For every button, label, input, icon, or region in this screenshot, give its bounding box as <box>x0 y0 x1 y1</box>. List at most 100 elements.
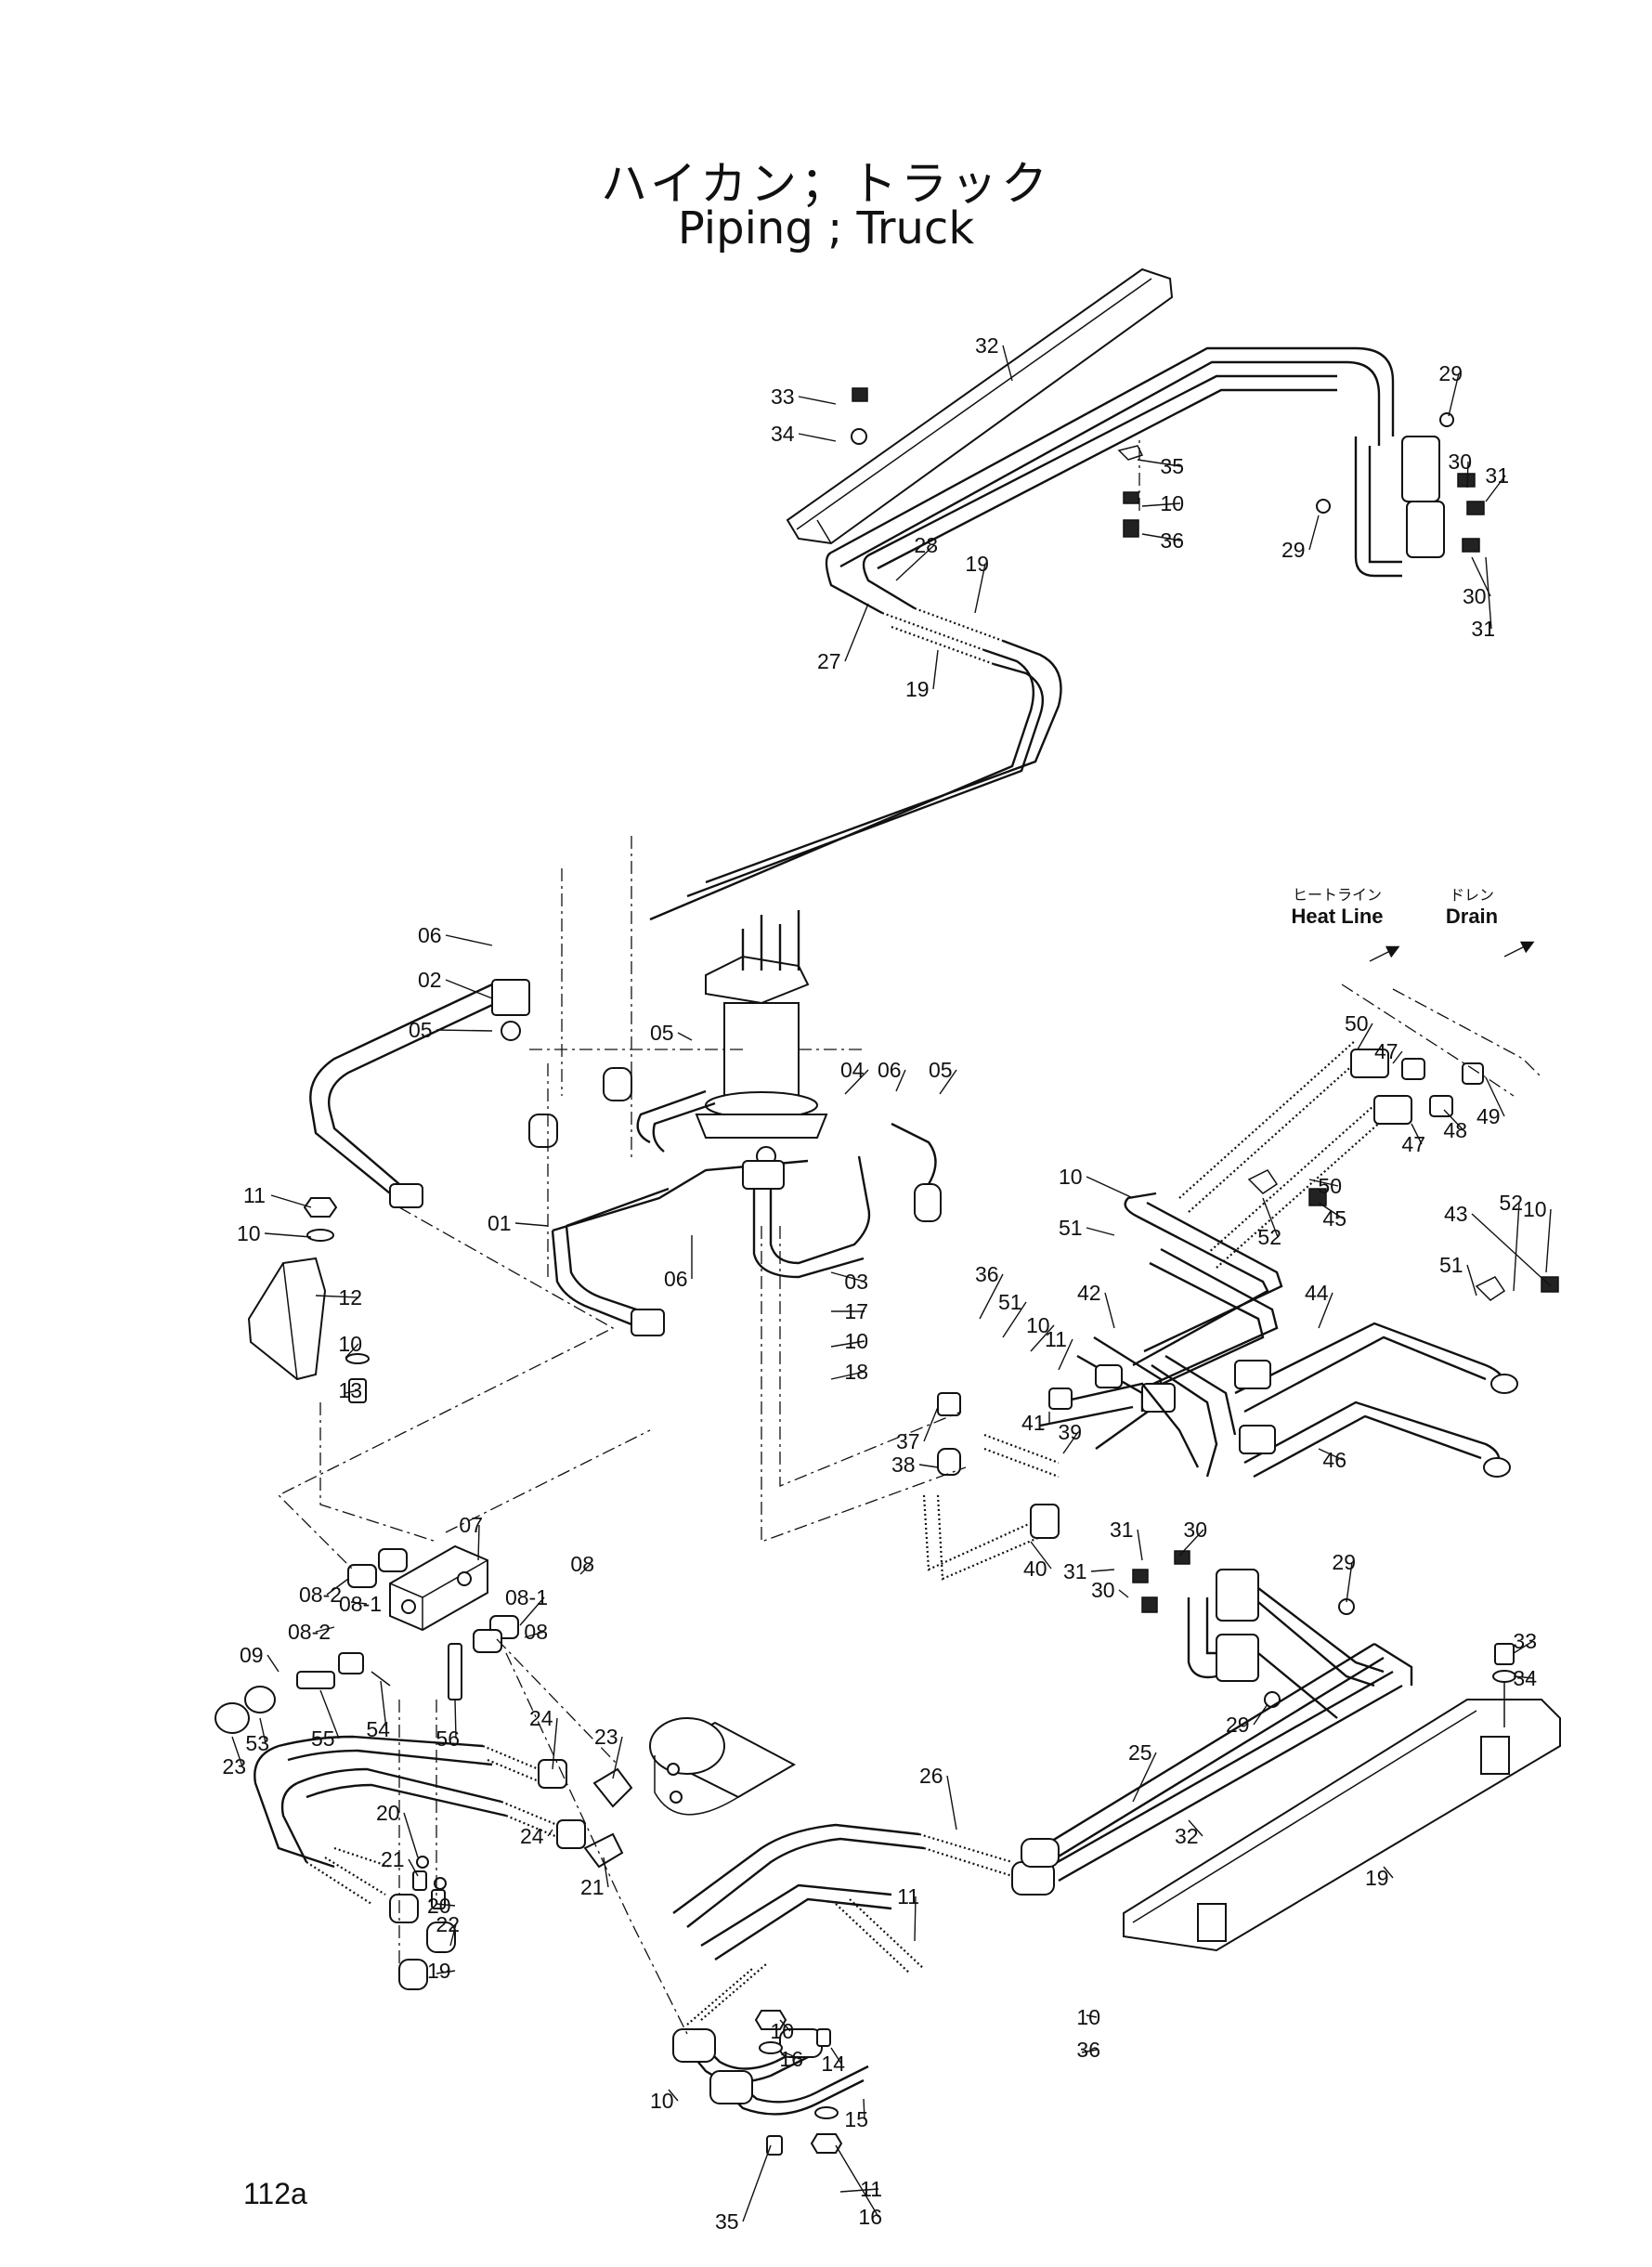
callout-10: 10 <box>338 1332 362 1359</box>
callout-number: 52 <box>1257 1225 1281 1249</box>
callout-leader <box>547 1829 553 1837</box>
callout-number: 35 <box>1160 454 1184 478</box>
callout-31: 31 <box>1110 1518 1143 1561</box>
callout-36: 36 <box>1141 528 1184 553</box>
callout-number: 05 <box>409 1018 433 1042</box>
callout-number: 54 <box>366 1717 390 1741</box>
left-pipe-group <box>309 979 942 1336</box>
callout-29: 29 <box>1438 361 1463 417</box>
callout-number: 30 <box>1463 584 1487 608</box>
callout-leader <box>830 1271 865 1283</box>
callout-number: 06 <box>418 923 442 947</box>
callout-52: 52 <box>1499 1191 1523 1292</box>
callout-10: 10 <box>650 2089 679 2113</box>
callout-number: 19 <box>965 552 989 576</box>
callout-number: 56 <box>436 1726 460 1751</box>
callout-leader <box>1002 1301 1027 1338</box>
callout-51: 51 <box>1059 1216 1115 1240</box>
callout-leader <box>939 1069 957 1095</box>
callout-number: 08-2 <box>299 1583 342 1607</box>
callout-number: 29 <box>1281 538 1306 562</box>
callout-leader <box>830 2047 842 2065</box>
callout-23: 23 <box>594 1725 623 1779</box>
callout-number: 10 <box>650 2089 674 2113</box>
callout-number: 55 <box>311 1726 335 1751</box>
callout-leader <box>315 1626 335 1633</box>
callout-leader <box>844 1069 869 1095</box>
upper-right-clamps <box>851 387 1485 553</box>
right-pipe-group <box>922 1192 1518 1581</box>
callout-36: 36 <box>975 1262 1004 1320</box>
lower-left-manifold <box>215 1544 519 1734</box>
callout-06: 06 <box>664 1235 693 1291</box>
callout-leader <box>1318 1292 1333 1329</box>
callout-leader <box>1141 533 1181 541</box>
callout-leader <box>835 2144 879 2218</box>
callout-leader <box>1411 1123 1423 1145</box>
callout-34: 34 <box>1513 1666 1537 1690</box>
callout-number: 34 <box>771 422 795 446</box>
callout-10: 10 <box>830 1329 868 1353</box>
callout-number: 30 <box>1091 1578 1115 1602</box>
callout-leader <box>449 1923 457 1947</box>
callout-24: 24 <box>529 1706 558 1770</box>
callout-35: 35 <box>1137 454 1184 478</box>
callout-53: 53 <box>245 1717 269 1755</box>
callout-12: 12 <box>315 1285 362 1309</box>
callout-number: 10 <box>1059 1165 1083 1189</box>
callout-13: 13 <box>338 1378 362 1402</box>
callout-number: 50 <box>1318 1174 1342 1198</box>
callout-number: 08-1 <box>505 1585 548 1609</box>
callout-46: 46 <box>1318 1448 1346 1472</box>
callout-08-2: 08-2 <box>299 1578 349 1607</box>
callout-30: 30 <box>1178 1518 1207 1557</box>
callout-47: 47 <box>1374 1039 1403 1064</box>
callout-leader <box>1030 1541 1052 1570</box>
title-english: Piping ; Truck <box>677 202 975 254</box>
callout-leader <box>1471 556 1491 597</box>
callout-number: 31 <box>1110 1518 1134 1542</box>
callout-56: 56 <box>436 1699 460 1751</box>
callout-number: 48 <box>1443 1118 1467 1142</box>
callout-30: 30 <box>1091 1578 1129 1602</box>
callout-leader <box>1513 1202 1520 1292</box>
callout-number: 47 <box>1401 1132 1425 1156</box>
callout-leader <box>844 603 869 662</box>
callout-number: 05 <box>650 1021 674 1045</box>
callout-leader <box>436 1029 493 1032</box>
callout-25: 25 <box>1128 1740 1157 1803</box>
callout-leader <box>1513 1675 1534 1679</box>
heat-line-english: Heat Line <box>1291 905 1384 928</box>
callout-14: 14 <box>821 2047 845 2076</box>
lower-center-hoses <box>672 1823 1013 2156</box>
callout-leader <box>1346 1561 1353 1603</box>
callout-leader <box>612 1736 623 1779</box>
callout-34: 34 <box>771 422 837 446</box>
callout-number: 10 <box>237 1221 261 1245</box>
callout-number: 30 <box>1448 449 1472 474</box>
callout-24: 24 <box>520 1824 553 1848</box>
callout-leader <box>1513 1640 1534 1654</box>
callout-18: 18 <box>830 1360 868 1384</box>
callout-leader <box>1262 1197 1279 1238</box>
callout-48: 48 <box>1443 1109 1467 1142</box>
callout-number: 24 <box>529 1706 553 1730</box>
callout-32: 32 <box>975 333 1013 382</box>
lower-long-pipes <box>1011 1642 1413 1896</box>
callout-21: 21 <box>381 1847 419 1877</box>
callout-number: 31 <box>1485 463 1509 488</box>
callout-27: 27 <box>817 603 869 673</box>
callout-leader <box>1104 1292 1115 1329</box>
callout-leader <box>524 1631 545 1638</box>
callout-leader <box>259 1717 267 1744</box>
callout-leader <box>514 1222 549 1227</box>
callout-leader <box>267 1654 280 1673</box>
callout-number: 45 <box>1322 1206 1346 1231</box>
callout-number: 33 <box>1513 1629 1537 1653</box>
callout-number: 10 <box>338 1332 362 1356</box>
callout-30: 30 <box>1448 449 1472 489</box>
callout-leader <box>1058 1338 1073 1371</box>
callout-30: 30 <box>1463 556 1491 608</box>
callout-leader <box>552 1717 558 1770</box>
